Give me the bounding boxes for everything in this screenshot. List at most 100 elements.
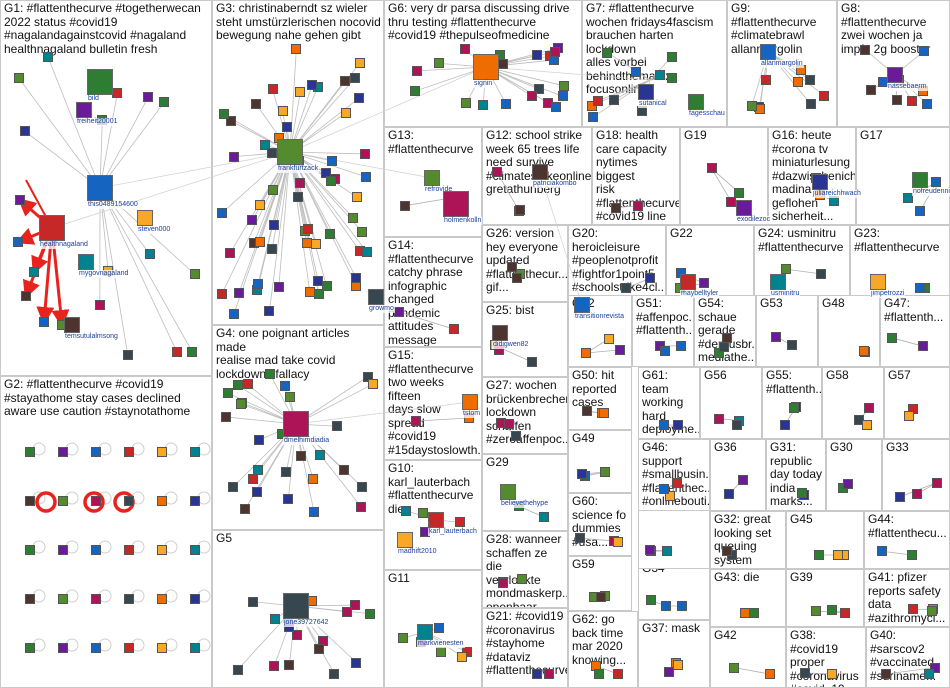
node-icon[interactable]: [448, 324, 459, 335]
node-icon[interactable]: [327, 155, 338, 166]
node-icon[interactable]: [515, 204, 526, 215]
node-icon[interactable]: [833, 550, 844, 560]
user-avatar-icon[interactable]: [368, 289, 384, 305]
node-icon[interactable]: [610, 202, 621, 213]
user-avatar-icon[interactable]: [532, 164, 548, 180]
node-icon[interactable]: [157, 594, 167, 604]
node-icon[interactable]: [248, 596, 259, 607]
node-icon[interactable]: [749, 608, 760, 618]
node-icon[interactable]: [233, 288, 244, 299]
user-avatar-icon[interactable]: [64, 317, 80, 333]
node-icon[interactable]: [908, 604, 919, 615]
user-avatar-icon[interactable]: [283, 411, 309, 437]
node-icon[interactable]: [399, 200, 410, 211]
user-avatar-icon[interactable]: [736, 200, 752, 216]
node-icon[interactable]: [240, 504, 251, 515]
node-icon[interactable]: [409, 86, 420, 97]
node-icon[interactable]: [923, 669, 934, 679]
node-icon[interactable]: [295, 87, 306, 98]
node-icon[interactable]: [255, 199, 266, 210]
node-icon[interactable]: [746, 101, 757, 112]
node-icon[interactable]: [918, 341, 929, 352]
node-icon[interactable]: [435, 647, 446, 658]
node-icon[interactable]: [225, 116, 236, 127]
node-icon[interactable]: [232, 664, 243, 675]
node-icon[interactable]: [645, 595, 656, 606]
node-icon[interactable]: [368, 379, 379, 390]
node-icon[interactable]: [915, 206, 926, 216]
node-icon[interactable]: [349, 600, 360, 611]
node-icon[interactable]: [247, 215, 258, 226]
node-icon[interactable]: [498, 58, 509, 69]
node-icon[interactable]: [351, 657, 362, 668]
node-icon[interactable]: [292, 629, 303, 640]
node-icon[interactable]: [911, 489, 922, 500]
node-icon[interactable]: [731, 420, 742, 430]
node-icon[interactable]: [339, 75, 350, 86]
node-icon[interactable]: [676, 340, 687, 351]
node-icon[interactable]: [58, 594, 68, 604]
node-icon[interactable]: [144, 248, 155, 259]
node-icon[interactable]: [706, 163, 717, 174]
node-icon[interactable]: [719, 342, 730, 353]
node-icon[interactable]: [351, 272, 362, 283]
node-icon[interactable]: [394, 307, 405, 318]
node-icon[interactable]: [698, 278, 709, 289]
user-avatar-icon[interactable]: [87, 175, 113, 201]
node-icon[interactable]: [122, 349, 133, 360]
node-icon[interactable]: [764, 669, 775, 679]
node-icon[interactable]: [267, 147, 278, 158]
node-icon[interactable]: [124, 594, 134, 604]
node-icon[interactable]: [13, 72, 24, 83]
node-icon[interactable]: [658, 484, 669, 495]
node-icon[interactable]: [251, 486, 262, 497]
node-icon[interactable]: [843, 478, 854, 489]
node-icon[interactable]: [58, 545, 68, 555]
node-icon[interactable]: [433, 622, 444, 633]
node-icon[interactable]: [353, 93, 364, 104]
node-icon[interactable]: [760, 74, 771, 85]
node-icon[interactable]: [362, 247, 373, 258]
node-icon[interactable]: [190, 545, 200, 555]
node-icon[interactable]: [254, 237, 265, 248]
node-icon[interactable]: [315, 449, 326, 460]
node-icon[interactable]: [418, 507, 429, 518]
node-icon[interactable]: [527, 357, 538, 368]
node-icon[interactable]: [454, 517, 465, 528]
node-icon[interactable]: [787, 340, 798, 351]
node-icon[interactable]: [713, 348, 724, 358]
user-avatar-icon[interactable]: [770, 274, 786, 290]
user-avatar-icon[interactable]: [500, 484, 516, 500]
node-icon[interactable]: [247, 474, 258, 485]
node-icon[interactable]: [596, 592, 607, 602]
node-icon[interactable]: [190, 643, 200, 653]
node-icon[interactable]: [39, 317, 49, 327]
node-icon[interactable]: [15, 195, 25, 205]
user-avatar-icon[interactable]: [760, 44, 776, 60]
node-icon[interactable]: [355, 57, 366, 68]
user-avatar-icon[interactable]: [574, 297, 590, 313]
node-icon[interactable]: [43, 52, 54, 63]
node-icon[interactable]: [218, 109, 229, 120]
node-icon[interactable]: [21, 291, 31, 301]
user-avatar-icon[interactable]: [78, 254, 94, 270]
user-avatar-icon[interactable]: [443, 191, 469, 217]
node-icon[interactable]: [308, 474, 319, 485]
node-icon[interactable]: [365, 608, 376, 619]
node-icon[interactable]: [658, 420, 669, 430]
node-icon[interactable]: [253, 278, 264, 289]
node-icon[interactable]: [827, 604, 838, 615]
node-icon[interactable]: [58, 643, 68, 653]
node-icon[interactable]: [672, 659, 683, 670]
node-icon[interactable]: [296, 450, 307, 461]
node-icon[interactable]: [902, 193, 913, 204]
node-icon[interactable]: [673, 420, 684, 430]
node-icon[interactable]: [576, 469, 587, 480]
node-icon[interactable]: [608, 95, 619, 106]
node-icon[interactable]: [91, 594, 101, 604]
node-icon[interactable]: [277, 105, 288, 116]
node-icon[interactable]: [313, 644, 324, 655]
node-icon[interactable]: [931, 477, 942, 488]
node-icon[interactable]: [582, 406, 593, 417]
node-icon[interactable]: [242, 379, 253, 390]
